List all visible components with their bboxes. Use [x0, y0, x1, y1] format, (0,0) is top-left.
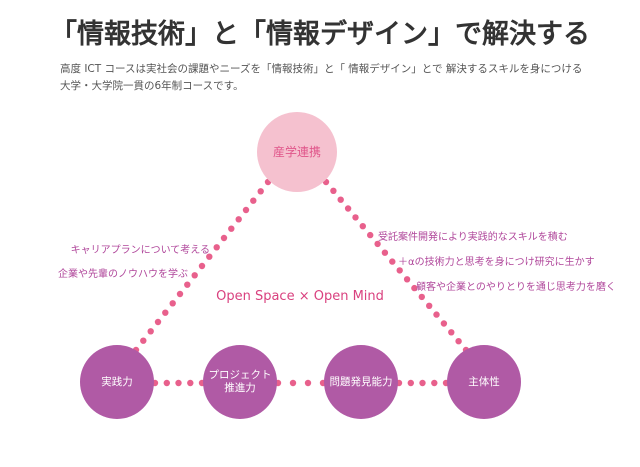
circle-problem [324, 345, 398, 419]
connector-dot-right [381, 249, 389, 256]
connector-dot-right [433, 311, 440, 318]
page-title: 「情報技術」と「情報デザイン」で解決する [50, 19, 590, 50]
connector-dot-left [162, 309, 169, 316]
node-autonomy: 主体性 [468, 375, 500, 388]
connector-dot-left [242, 206, 250, 214]
connector-dot-right [448, 329, 455, 336]
connector-dot-right [352, 214, 359, 221]
connector-dot-left [213, 244, 220, 251]
connector-dot-left [154, 318, 162, 326]
connector-dot-right [389, 258, 396, 265]
node-industry-academia: 産学連携 [272, 144, 321, 159]
connector-dot-right [374, 240, 381, 248]
intro-line-1: 高度 ICT コースは実社会の課題やニーズを「情報技術」と「 情報デザイン」とで… [60, 63, 583, 75]
right-note-3: 顧客や企業とのやりとりを通じ思考力を磨く [416, 282, 616, 293]
connector-dot-bottom [419, 379, 426, 387]
connector-dot-right [337, 196, 344, 203]
connector-dot-bottom [175, 379, 182, 387]
connector-dot-right [367, 231, 374, 239]
node-problem: 問題発見能力 [329, 375, 393, 388]
right-note-1: 受託案件開発により実践的なスキルを積む [378, 232, 568, 243]
intro-text: 高度 ICT コースは実社会の課題やニーズを「情報技術」と「 情報デザイン」とで… [60, 61, 620, 95]
connector-dot-bottom [431, 379, 438, 387]
connector-dot-left [191, 272, 198, 279]
connector-dot-bottom [304, 379, 312, 387]
connector-dot-right [396, 267, 403, 274]
connector-dot-left [147, 328, 154, 335]
node-practice: 実践力 [101, 375, 133, 388]
center-slogan: Open Space × Open Mind [216, 289, 384, 304]
connector-dot-right [411, 284, 418, 292]
circle-industry-academia [257, 112, 337, 192]
connector-dot-bottom [187, 379, 194, 387]
left-note-2: 企業や先輩のノウハウを学ぶ [58, 269, 188, 280]
circle-autonomy [447, 345, 521, 419]
connector-dot-right [440, 320, 448, 327]
connector-dot-left [250, 197, 257, 204]
connector-dot-left [235, 216, 242, 223]
connector-dot-left [169, 300, 176, 307]
connector-dot-right [403, 276, 411, 283]
node-project: プロジェクト 推進力 [208, 369, 272, 394]
circle-project [203, 345, 277, 419]
connector-dot-bottom [163, 379, 170, 387]
circle-practice [80, 345, 154, 419]
connector-dot-right [359, 223, 366, 230]
right-note-2: ＋αの技術力と思考を身につけ研究に生かす [398, 257, 595, 268]
connector-dot-left [220, 234, 228, 242]
connector-dot-right [330, 187, 337, 194]
connector-dot-left [257, 188, 264, 195]
connector-dot-bottom [407, 379, 414, 387]
connector-dot-left [176, 290, 184, 298]
intro-line-2: 大学・大学院一貫の6年制コースです。 [60, 80, 244, 92]
connector-dot-right [344, 205, 352, 212]
connector-dot-left [228, 225, 235, 232]
connector-dot-right [426, 302, 433, 309]
connector-dot-bottom [289, 379, 297, 387]
connector-dot-left [184, 281, 191, 288]
connector-dot-left [198, 262, 206, 270]
connector-dot-right [455, 338, 462, 345]
connector-dot-left [206, 253, 213, 260]
left-note-1: キャリアプランについて考える [70, 245, 210, 256]
connector-dot-right [418, 293, 425, 301]
connector-dot-left [140, 337, 147, 344]
